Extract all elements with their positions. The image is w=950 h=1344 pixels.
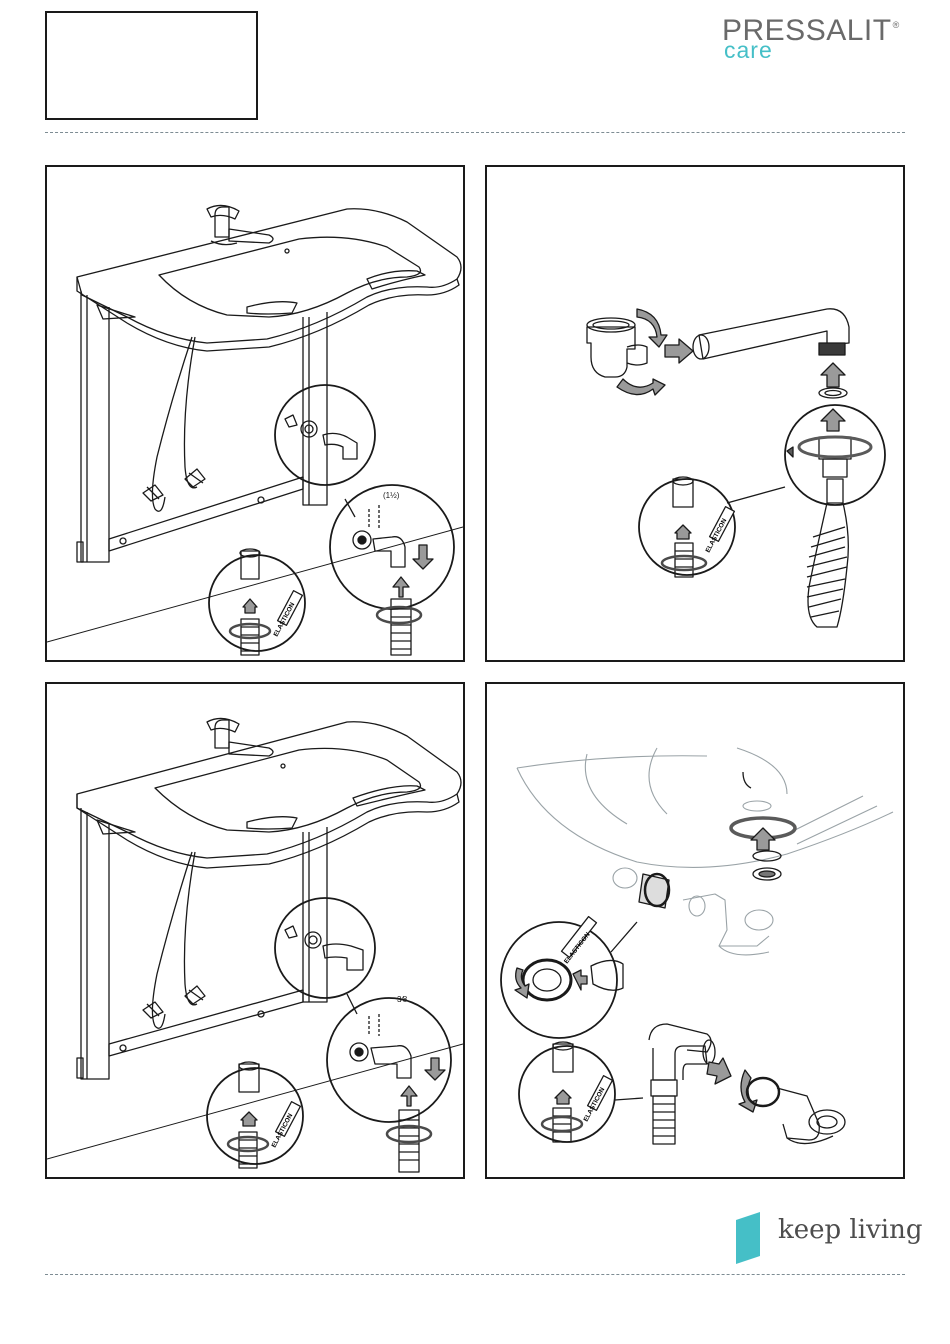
step-1-panel: ELASTICON (1½) bbox=[45, 165, 465, 662]
step-1-bracket: (1½) bbox=[383, 491, 400, 500]
bottom-divider bbox=[45, 1274, 905, 1275]
pressalit-care-logo: PRESSALIT® care bbox=[722, 8, 912, 68]
top-divider bbox=[45, 132, 905, 133]
washbasin-illustration: ELASTICON (1½) bbox=[47, 167, 463, 660]
siphon-illustration: ELASTICON bbox=[487, 167, 903, 660]
step-3-panel: ELASTICON 3⁄8 bbox=[45, 682, 465, 1179]
step-2-panel: ELASTICON bbox=[485, 165, 905, 662]
keep-living-tagline: keep living bbox=[778, 1213, 922, 1247]
brand-sub: care bbox=[724, 38, 773, 62]
keep-living-mark-icon bbox=[736, 1212, 760, 1264]
washbasin-illustration-alt: ELASTICON 3⁄8 bbox=[47, 684, 463, 1177]
step-4-panel: ELASTICON ELASTICON bbox=[485, 682, 905, 1179]
step-3-bracket: 3⁄8 bbox=[397, 995, 408, 1004]
drain-illustration: ELASTICON ELASTICON bbox=[487, 684, 903, 1177]
registered-mark: ® bbox=[893, 20, 900, 30]
blank-label-box bbox=[45, 11, 258, 120]
